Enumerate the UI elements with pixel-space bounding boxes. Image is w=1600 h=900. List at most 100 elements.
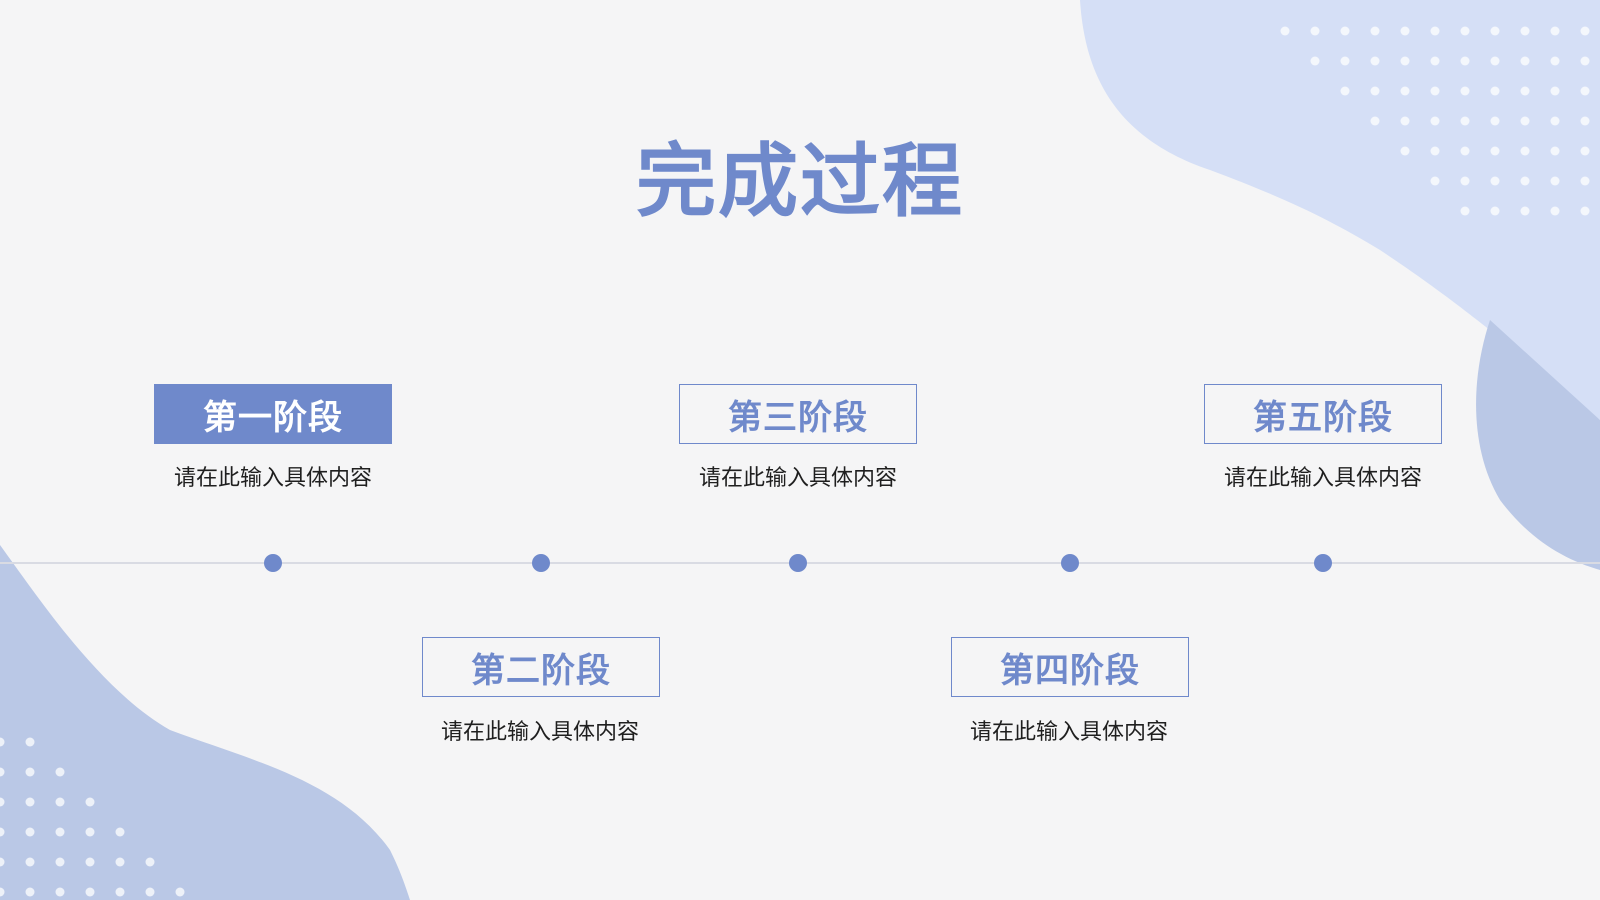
bottom-left-dot-pattern <box>0 737 185 897</box>
decor-dot <box>85 827 95 837</box>
decor-dot <box>1580 116 1590 126</box>
decor-dot <box>1400 116 1410 126</box>
stage-3-label: 第三阶段 <box>679 384 917 444</box>
stage-2-label: 第二阶段 <box>422 637 660 697</box>
decor-dot <box>1430 26 1440 36</box>
decor-dot <box>1520 56 1530 66</box>
decor-dot <box>1460 86 1470 96</box>
page-title: 完成过程 <box>636 135 964 228</box>
decor-dot <box>115 857 125 867</box>
stage-5-dot <box>1314 554 1332 572</box>
decor-dot <box>1280 26 1290 36</box>
bottom-left-blob <box>0 545 410 900</box>
decor-dot <box>55 857 65 867</box>
decor-dot <box>1550 86 1560 96</box>
decor-dot <box>1490 206 1500 216</box>
decor-dot <box>1580 146 1590 156</box>
stage-1-desc: 请在此输入具体内容 <box>173 466 372 491</box>
decor-dot <box>55 887 65 897</box>
decor-dot <box>1310 26 1320 36</box>
decor-dot <box>1340 86 1350 96</box>
decor-dot <box>25 887 35 897</box>
top-right-dot-pattern <box>1280 26 1590 216</box>
stage-2-dot <box>532 554 550 572</box>
decor-dot <box>1400 26 1410 36</box>
stage-4-desc: 请在此输入具体内容 <box>969 720 1168 745</box>
decor-dot <box>1490 176 1500 186</box>
decor-dot <box>1400 56 1410 66</box>
decor-dot <box>1520 116 1530 126</box>
decor-dot <box>1430 116 1440 126</box>
stage-2-desc: 请在此输入具体内容 <box>440 720 639 745</box>
decor-dot <box>1430 176 1440 186</box>
decor-dot <box>1460 206 1470 216</box>
decor-dot <box>1580 176 1590 186</box>
right-side-blob <box>1476 320 1600 570</box>
decor-dot <box>1550 146 1560 156</box>
stage-5-label: 第五阶段 <box>1204 384 1442 444</box>
decor-dot <box>1460 146 1470 156</box>
stage-1-dot <box>264 554 282 572</box>
decor-dot <box>1580 26 1590 36</box>
decor-dot <box>1370 86 1380 96</box>
decor-dot <box>55 797 65 807</box>
decor-dot <box>1460 116 1470 126</box>
decor-dot <box>25 767 35 777</box>
decor-dot <box>1430 56 1440 66</box>
decor-dot <box>1580 56 1590 66</box>
decor-dot <box>1370 116 1380 126</box>
decor-dot <box>25 827 35 837</box>
decor-dot <box>25 737 35 747</box>
decor-dot <box>1490 86 1500 96</box>
decor-dot <box>1550 116 1560 126</box>
decor-dot <box>1520 26 1530 36</box>
decor-dot <box>55 767 65 777</box>
decor-dot <box>1460 26 1470 36</box>
decor-dot <box>175 887 185 897</box>
decor-dot <box>55 827 65 837</box>
decor-dot <box>1370 56 1380 66</box>
decor-dot <box>1370 26 1380 36</box>
decor-dot <box>1340 26 1350 36</box>
stage-3-desc: 请在此输入具体内容 <box>698 466 897 491</box>
stage-4-dot <box>1061 554 1079 572</box>
decor-dot <box>115 827 125 837</box>
decor-dot <box>145 857 155 867</box>
decor-dot <box>1490 146 1500 156</box>
decor-dot <box>1490 56 1500 66</box>
stage-1-label: 第一阶段 <box>154 384 392 444</box>
stage-4-label: 第四阶段 <box>951 637 1189 697</box>
decor-dot <box>0 827 5 837</box>
decor-dot <box>1580 206 1590 216</box>
decor-dot <box>1550 206 1560 216</box>
decor-dot <box>85 887 95 897</box>
decor-dot <box>1340 56 1350 66</box>
decor-dot <box>1580 86 1590 96</box>
decor-dot <box>1490 26 1500 36</box>
decor-dot <box>1460 56 1470 66</box>
decor-dot <box>1430 86 1440 96</box>
decor-dot <box>0 767 5 777</box>
stage-5-desc: 请在此输入具体内容 <box>1223 466 1422 491</box>
decor-dot <box>0 887 5 897</box>
decor-dot <box>1400 86 1410 96</box>
decor-dot <box>1490 116 1500 126</box>
decor-dot <box>85 857 95 867</box>
decor-dot <box>25 797 35 807</box>
decor-dot <box>1520 176 1530 186</box>
decor-dot <box>1520 86 1530 96</box>
decor-dot <box>1430 146 1440 156</box>
decor-dot <box>0 737 5 747</box>
decor-dot <box>1310 56 1320 66</box>
decor-dot <box>1550 176 1560 186</box>
decor-dot <box>25 857 35 867</box>
decor-dot <box>85 797 95 807</box>
decor-dot <box>1520 146 1530 156</box>
decor-dot <box>1460 176 1470 186</box>
decor-dot <box>115 887 125 897</box>
decor-dot <box>145 887 155 897</box>
decor-dot <box>1550 56 1560 66</box>
decor-dot <box>1550 26 1560 36</box>
